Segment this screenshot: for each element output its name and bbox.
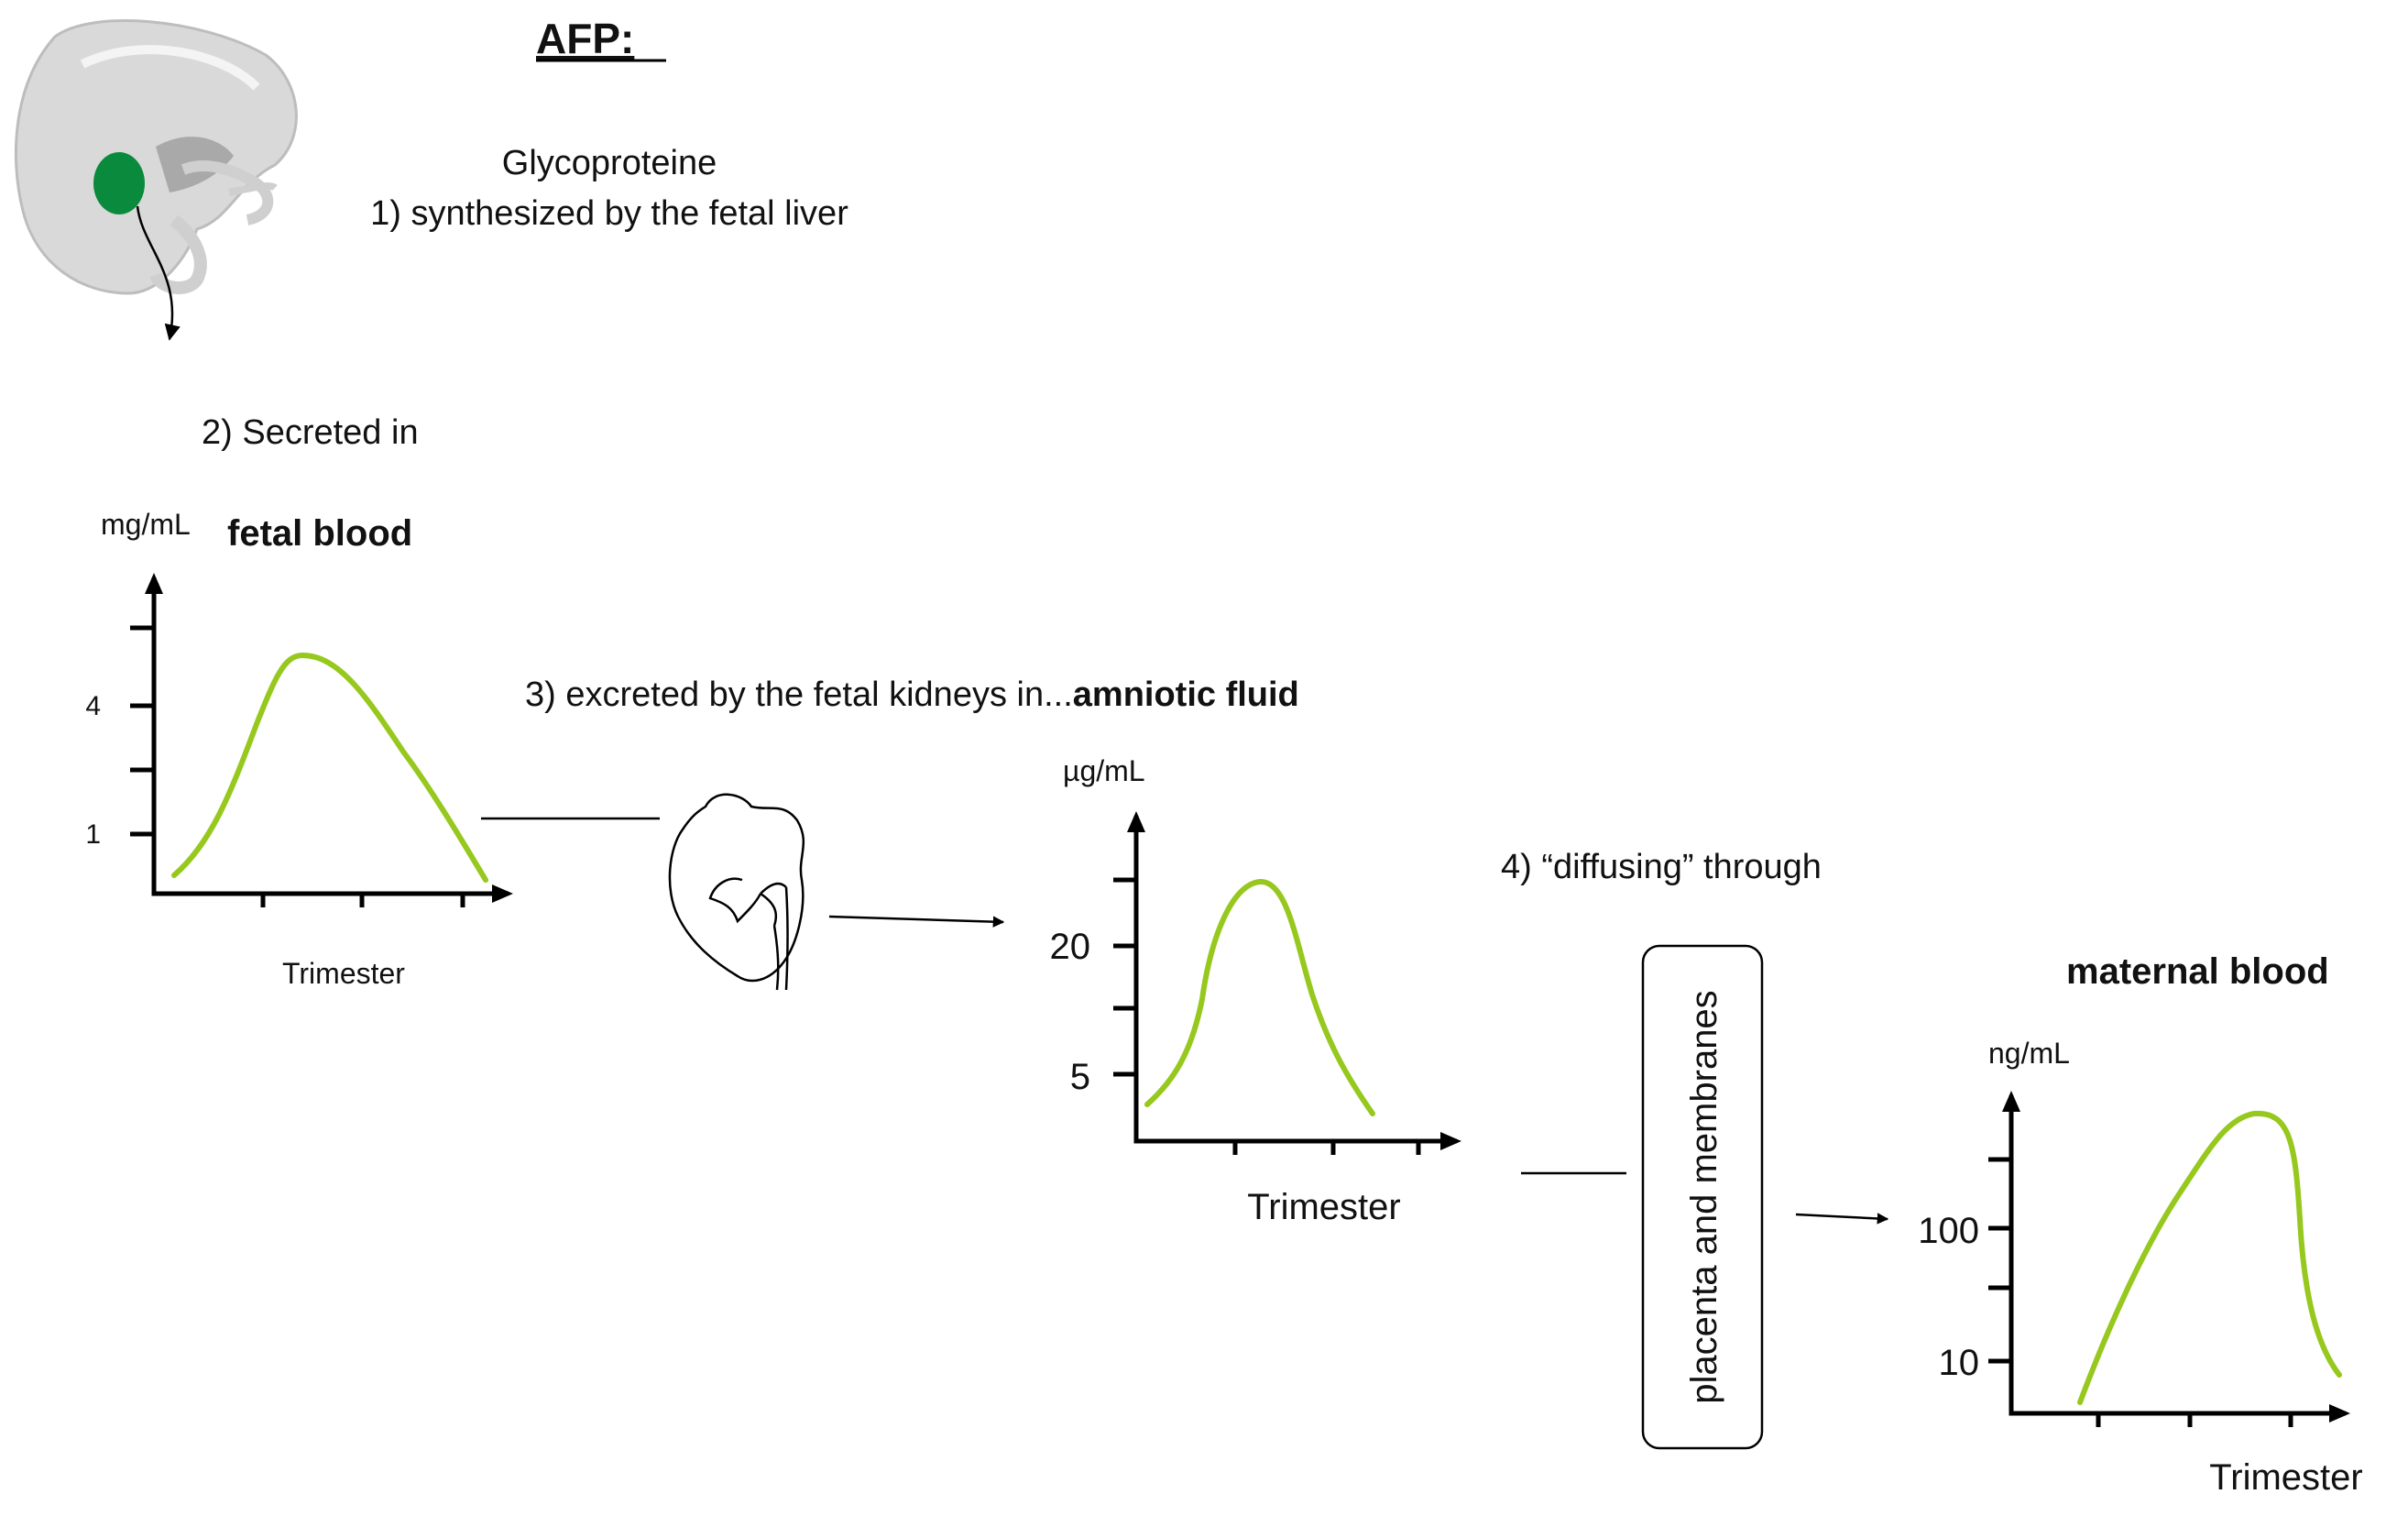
chart-ylabel: ng/mL xyxy=(1988,1037,2070,1070)
series-line xyxy=(2077,1110,2342,1405)
maternal-blood-chart: maternal blood ng/mL 100 10 Trimester xyxy=(1918,951,2362,1498)
chart-xlabel: Trimester xyxy=(282,957,405,990)
fetus-liver-icon xyxy=(14,19,298,341)
chart-xlabel: Trimester xyxy=(2209,1457,2362,1498)
y-tick-label: 20 xyxy=(1050,927,1091,967)
series-line xyxy=(171,653,488,883)
step3-bold: amniotic fluid xyxy=(1073,676,1299,714)
placenta-label: placenta and membranes xyxy=(1684,990,1724,1403)
series-line xyxy=(1144,879,1375,1116)
chart-ylabel: µg/mL xyxy=(1063,754,1145,787)
step3-label: 3) excreted by the fetal kidneys in...am… xyxy=(525,676,1299,714)
y-tick-label: 4 xyxy=(85,691,101,721)
chart-axes xyxy=(2008,1095,2346,1416)
arrow-to-maternal xyxy=(1795,1213,1889,1225)
step2-label: 2) Secreted in xyxy=(202,413,419,452)
step4-label: 4) “diffusing” through xyxy=(1501,848,1822,886)
page-title: AFP: xyxy=(536,15,634,62)
chart-title: fetal blood xyxy=(227,513,412,554)
liver-shape xyxy=(93,152,145,214)
kidney-icon xyxy=(668,793,805,991)
y-tick-label: 10 xyxy=(1939,1343,1980,1383)
fetal-blood-chart: mg/mL fetal blood 4 1 Trimester xyxy=(85,508,513,990)
y-tick-label: 100 xyxy=(1918,1211,1979,1251)
chart-ylabel: mg/mL xyxy=(101,508,191,541)
chart-title: maternal blood xyxy=(2066,951,2329,992)
amniotic-fluid-chart: µg/mL 20 5 Trimester xyxy=(1050,754,1461,1227)
chart-axes xyxy=(1133,816,1457,1144)
y-tick-label: 1 xyxy=(85,819,101,850)
glycoproteine-label: Glycoproteine xyxy=(502,144,717,182)
y-tick-label: 5 xyxy=(1070,1057,1090,1097)
arrow-to-amniotic xyxy=(828,915,1005,928)
chart-xlabel: Trimester xyxy=(1247,1187,1400,1227)
step1-label: 1) synthesized by the fetal liver xyxy=(370,194,848,233)
placenta-box: placenta and membranes xyxy=(1641,944,1764,1450)
step3-prefix: 3) excreted by the fetal kidneys in... xyxy=(525,676,1073,714)
chart-axes xyxy=(151,577,509,896)
